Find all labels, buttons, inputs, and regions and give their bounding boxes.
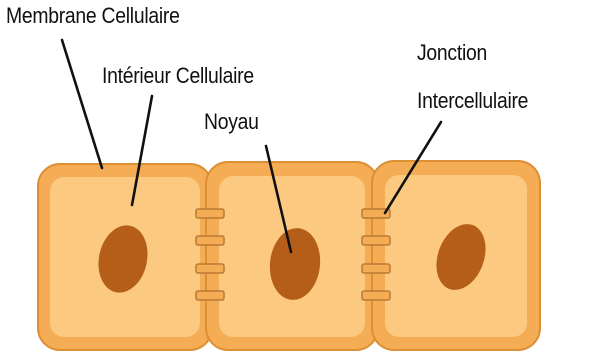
junction-bar xyxy=(362,264,390,273)
junction-bar xyxy=(362,291,390,300)
label-membrane-cellulaire: Membrane Cellulaire xyxy=(6,3,180,29)
junction-bar xyxy=(196,264,224,273)
junction-bar xyxy=(196,209,224,218)
label-jonction: Jonction xyxy=(417,40,487,66)
junction-bar xyxy=(196,236,224,245)
junction-bar xyxy=(196,291,224,300)
junction-bar xyxy=(362,236,390,245)
leader-membrane xyxy=(62,40,102,168)
label-noyau: Noyau xyxy=(204,109,259,135)
cell-middle xyxy=(206,162,378,350)
cell-left xyxy=(38,164,212,350)
label-intercellulaire: Intercellulaire xyxy=(417,88,528,114)
label-interieur-cellulaire: Intérieur Cellulaire xyxy=(102,63,254,89)
cell-right xyxy=(372,161,540,350)
